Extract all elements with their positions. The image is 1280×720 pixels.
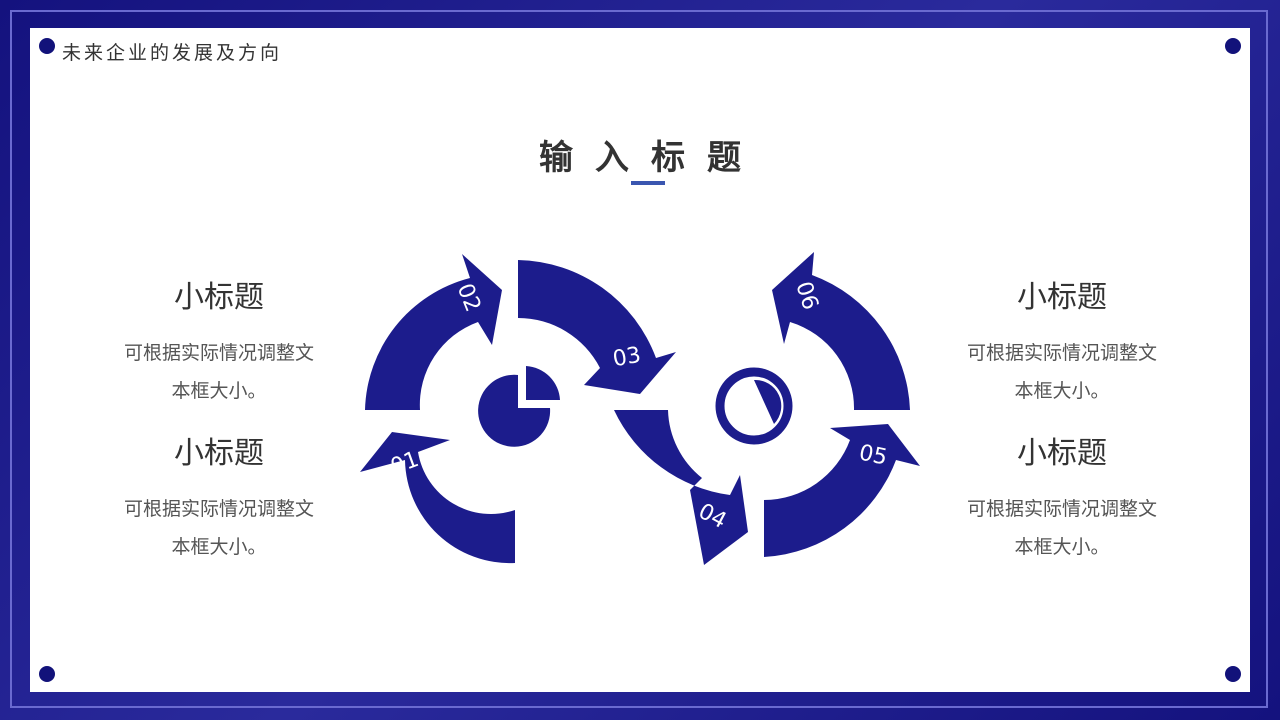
- block-desc-line1: 可根据实际情况调整文: [966, 342, 1157, 364]
- arc-segment-05: [764, 424, 920, 557]
- text-block-right-bottom: 小标题 可根据实际情况调整文 本框大小。: [932, 428, 1192, 566]
- block-desc-line2: 本框大小。: [1014, 536, 1110, 558]
- arc-segment-02: [365, 254, 502, 410]
- block-desc-line1: 可根据实际情况调整文: [123, 498, 314, 520]
- block-desc-line2: 本框大小。: [171, 380, 267, 402]
- block-title: 小标题: [174, 280, 264, 315]
- page-title: 输入标题: [539, 138, 763, 178]
- arc-segment-03: [518, 260, 676, 394]
- text-block-right-top: 小标题 可根据实际情况调整文 本框大小。: [932, 272, 1192, 410]
- arc-segment-04: [614, 410, 748, 565]
- corner-dot-bottom-right: [1225, 666, 1241, 682]
- text-block-left-top: 小标题 可根据实际情况调整文 本框大小。: [89, 272, 349, 410]
- arc-segment-01: [360, 432, 515, 564]
- frame-border: [10, 10, 1268, 708]
- block-title: 小标题: [1017, 280, 1107, 315]
- block-desc-line2: 本框大小。: [1014, 380, 1110, 402]
- arc-segment-06: [772, 252, 910, 410]
- block-title: 小标题: [1017, 436, 1107, 471]
- text-block-left-bottom: 小标题 可根据实际情况调整文 本框大小。: [89, 428, 349, 566]
- corner-dot-bottom-left: [39, 666, 55, 682]
- title-underline: [631, 181, 665, 185]
- step-label-03: 03: [611, 343, 643, 372]
- block-desc-line1: 可根据实际情况调整文: [966, 498, 1157, 520]
- pie-chart-icon: [478, 366, 560, 447]
- block-desc-line1: 可根据实际情况调整文: [123, 342, 314, 364]
- clock-icon: [715, 367, 793, 445]
- step-label-05: 05: [857, 440, 890, 470]
- corner-dot-top-right: [1225, 38, 1241, 54]
- corner-dot-top-left: [39, 38, 55, 54]
- block-desc-line2: 本框大小。: [171, 536, 267, 558]
- header-title: 未来企业的发展及方向: [62, 42, 283, 64]
- block-title: 小标题: [174, 436, 264, 471]
